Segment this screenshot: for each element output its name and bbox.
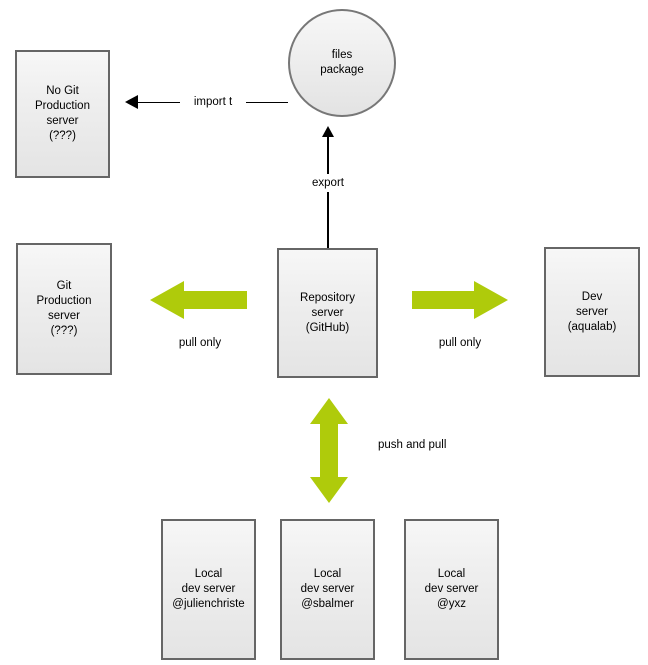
pull-only-left-arrow-icon [150, 281, 247, 319]
node-files-package[interactable]: files package [288, 9, 396, 117]
import-edge-arrowhead-icon [125, 95, 138, 109]
node-files-package-label: files package [320, 49, 364, 76]
push-and-pull-arrow-icon [310, 398, 348, 503]
node-local-dev-server-sbalmer-label: Local dev server @sbalmer [300, 568, 355, 610]
pull-only-right-arrow-icon [412, 281, 508, 319]
export-edge-label: export [300, 174, 356, 192]
pull-only-left-label: pull only [165, 336, 235, 350]
node-local-dev-server-julienchriste-label: Local dev server @julienchriste [172, 568, 245, 610]
node-dev-server-label: Dev server (aqualab) [567, 290, 617, 333]
node-local-dev-server-julienchriste[interactable]: Local dev server @julienchriste [161, 519, 256, 660]
node-local-dev-server-yxz[interactable]: Local dev server @yxz [404, 519, 499, 660]
node-repository-server[interactable]: Repository server (GitHub) [277, 248, 378, 378]
node-git-production-server-label: Git Production server (???) [36, 280, 92, 337]
node-local-dev-server-yxz-label: Local dev server @yxz [424, 568, 479, 610]
import-edge-label: import t [180, 95, 246, 109]
node-local-dev-server-sbalmer[interactable]: Local dev server @sbalmer [280, 519, 375, 660]
node-dev-server[interactable]: Dev server (aqualab) [544, 247, 640, 377]
node-git-production-server[interactable]: Git Production server (???) [16, 243, 112, 375]
node-no-git-production-server-label: No Git Production server (???) [35, 85, 90, 142]
push-and-pull-label: push and pull [378, 438, 470, 452]
export-edge-arrowhead-icon [322, 126, 334, 137]
pull-only-right-label: pull only [425, 336, 495, 350]
node-repository-server-label: Repository server (GitHub) [300, 291, 355, 334]
export-edge-line [327, 136, 329, 248]
node-no-git-production-server[interactable]: No Git Production server (???) [15, 50, 110, 178]
